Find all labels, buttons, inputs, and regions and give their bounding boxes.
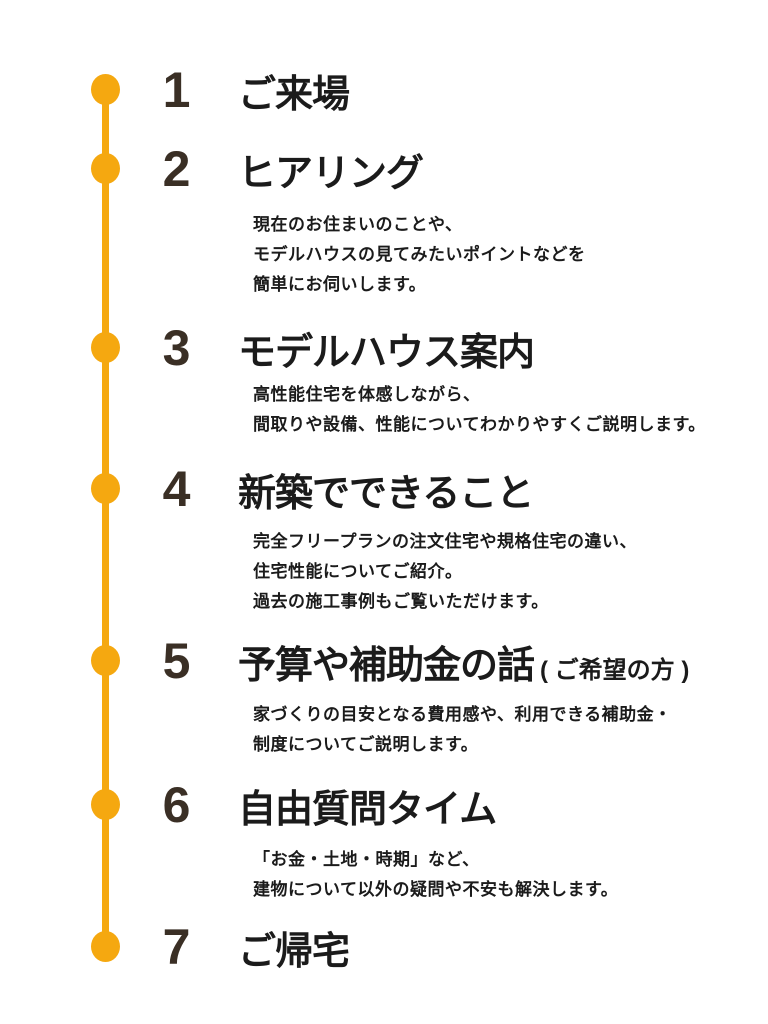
step-3-desc-line-2: 間取りや設備、性能についてわかりやすくご説明します。 xyxy=(253,415,706,434)
step-3: 3 モデルハウス案内 xyxy=(150,320,535,376)
timeline-dot-4 xyxy=(91,473,120,504)
step-6-desc-line-1: 「お金・土地・時期」など、 xyxy=(253,850,480,869)
step-5: 5 予算や補助金の話( ご希望の方 ) xyxy=(150,633,690,689)
timeline-dot-7 xyxy=(91,931,120,962)
step-7: 7 ご帰宅 xyxy=(150,919,350,975)
timeline-dot-2 xyxy=(91,153,120,184)
step-4-desc-line-3: 過去の施工事例もご覧いただけます。 xyxy=(253,592,549,611)
step-2-number: 2 xyxy=(162,141,191,197)
step-3-desc-line-1: 高性能住宅を体感しながら、 xyxy=(253,385,481,404)
step-3-title: モデルハウス案内 xyxy=(238,331,535,374)
step-6-description: 「お金・土地・時期」など、 建物について以外の疑問や不安も解決します。 xyxy=(253,845,618,905)
step-5-description: 家づくりの目安となる費用感や、利用できる補助金・ 制度についてご説明します。 xyxy=(253,700,672,760)
timeline-dot-1 xyxy=(91,74,120,105)
step-5-title-suffix: ( ご希望の方 ) xyxy=(540,656,690,684)
step-5-desc-line-2: 制度についてご説明します。 xyxy=(253,735,479,754)
step-5-title-main: 予算や補助金の話 xyxy=(238,644,535,687)
step-2: 2 ヒアリング xyxy=(150,141,424,197)
step-4-description: 完全フリープランの注文住宅や規格住宅の違い、 住宅性能についてご紹介。 過去の施… xyxy=(253,527,637,617)
step-6-desc-line-2: 建物について以外の疑問や不安も解決します。 xyxy=(253,880,619,899)
step-5-title: 予算や補助金の話( ご希望の方 ) xyxy=(238,634,689,689)
step-6-title: 自由質問タイム xyxy=(238,788,497,831)
step-1-number: 1 xyxy=(162,62,191,118)
step-4: 4 新築でできること xyxy=(150,461,535,517)
step-6-number: 6 xyxy=(162,777,191,833)
step-2-desc-line-1: 現在のお住まいのことや、 xyxy=(253,215,463,234)
step-5-desc-line-1: 家づくりの目安となる費用感や、利用できる補助金・ xyxy=(253,705,672,724)
step-6: 6 自由質問タイム xyxy=(150,777,498,833)
step-2-description: 現在のお住まいのことや、 モデルハウスの見てみたいポイントなどを 簡単にお伺いし… xyxy=(253,210,586,300)
timeline-dot-3 xyxy=(91,332,120,363)
step-5-number: 5 xyxy=(162,633,191,689)
step-7-title: ご帰宅 xyxy=(238,930,350,973)
step-7-number: 7 xyxy=(162,919,191,975)
step-1: 1 ご来場 xyxy=(150,62,350,118)
step-1-title: ご来場 xyxy=(238,73,350,116)
timeline-dot-5 xyxy=(91,645,120,676)
step-3-description: 高性能住宅を体感しながら、 間取りや設備、性能についてわかりやすくご説明します。 xyxy=(253,380,706,440)
step-2-desc-line-3: 簡単にお伺いします。 xyxy=(253,275,427,294)
step-4-title: 新築でできること xyxy=(238,472,534,515)
step-3-number: 3 xyxy=(162,320,191,376)
step-4-number: 4 xyxy=(162,461,191,517)
timeline-dot-6 xyxy=(91,789,120,820)
step-2-desc-line-2: モデルハウスの見てみたいポイントなどを xyxy=(253,245,586,264)
step-4-desc-line-1: 完全フリープランの注文住宅や規格住宅の違い、 xyxy=(253,532,637,551)
timeline-line xyxy=(102,90,109,947)
step-4-desc-line-2: 住宅性能についてご紹介。 xyxy=(253,562,463,581)
step-2-title: ヒアリング xyxy=(238,152,424,195)
